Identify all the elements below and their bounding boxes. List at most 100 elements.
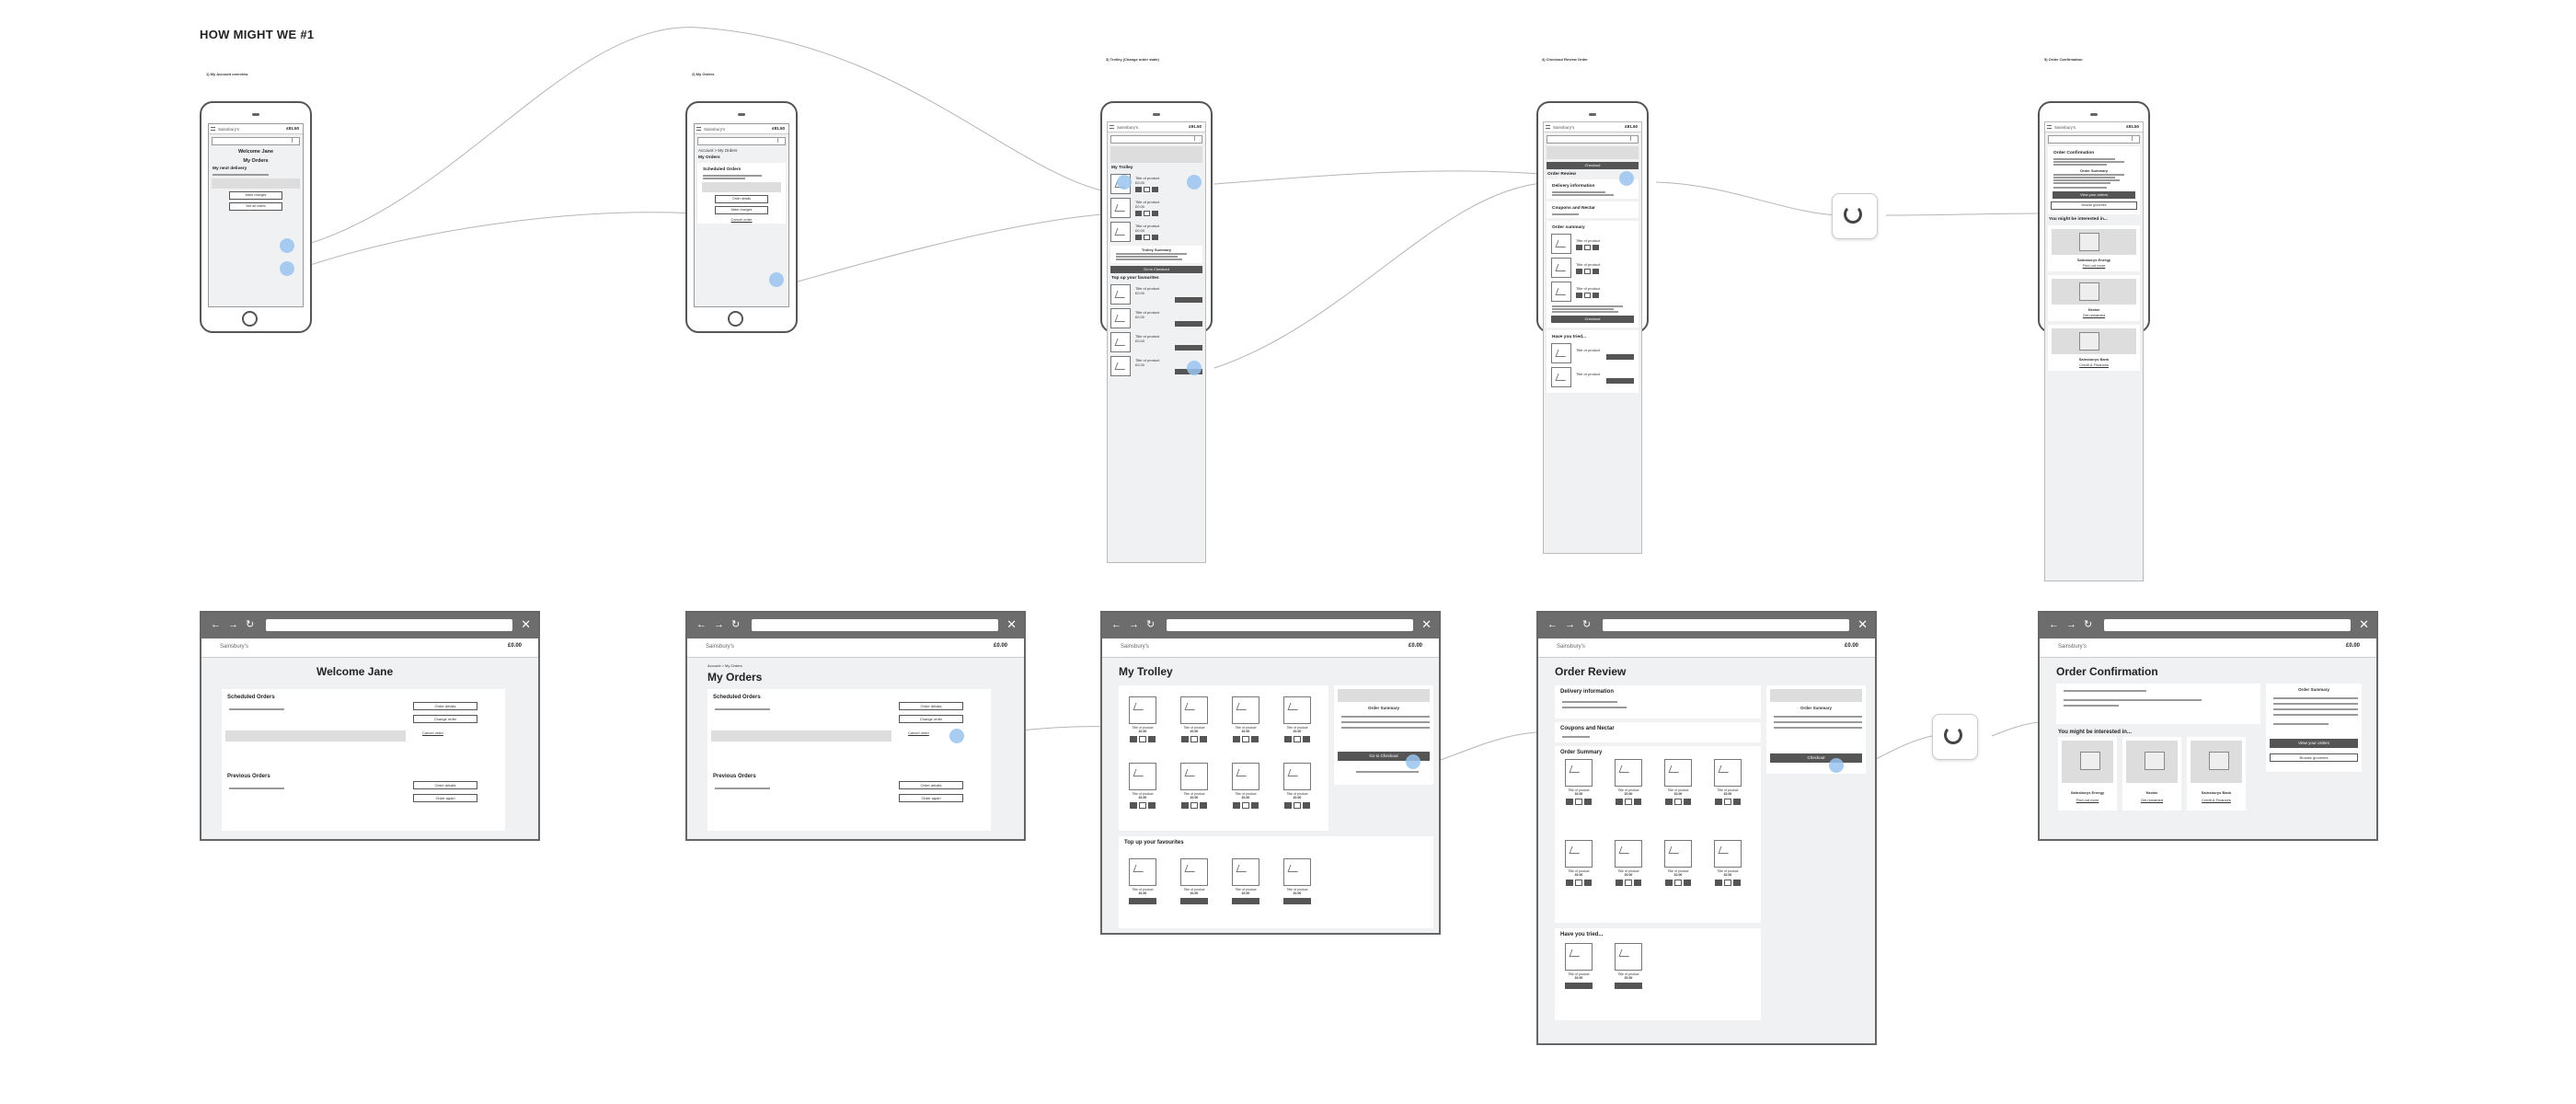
plus-button[interactable]: [1303, 736, 1310, 742]
address-bar[interactable]: [1603, 619, 1849, 631]
minus-button[interactable]: [1665, 880, 1673, 886]
search-input[interactable]: [2048, 135, 2140, 144]
brand-logo[interactable]: Sainsbury's: [1117, 125, 1139, 130]
checkout-button[interactable]: Checkout: [1770, 753, 1862, 763]
plus-button[interactable]: [1684, 799, 1691, 805]
add-button[interactable]: [1180, 898, 1208, 904]
search-input[interactable]: [697, 137, 786, 145]
add-button[interactable]: [1606, 377, 1634, 384]
quantity-input[interactable]: [1584, 244, 1591, 250]
brand-logo[interactable]: Sainsbury's: [706, 644, 734, 650]
brand-logo[interactable]: Sainsbury's: [1121, 644, 1149, 650]
address-bar[interactable]: [1167, 619, 1413, 631]
plus-button[interactable]: [1303, 802, 1310, 809]
search-input[interactable]: [1547, 135, 1639, 144]
menu-icon[interactable]: [211, 127, 215, 131]
credit-finances-link[interactable]: Credit & Finances: [2079, 362, 2109, 367]
cart-icon[interactable]: £0.00: [2345, 643, 2360, 649]
view-orders-button[interactable]: View your orders: [2270, 739, 2358, 748]
cart-icon[interactable]: £91.50: [1189, 124, 1202, 129]
plus-button[interactable]: [1152, 211, 1158, 216]
plus-button[interactable]: [1733, 880, 1741, 886]
minus-button[interactable]: [1616, 880, 1623, 886]
order-details-button[interactable]: Order details: [899, 781, 963, 789]
quantity-input[interactable]: [1625, 880, 1632, 886]
cart-icon[interactable]: £91.50: [772, 126, 785, 131]
quantity-input[interactable]: [1584, 268, 1591, 274]
address-bar[interactable]: [752, 619, 998, 631]
brand-logo[interactable]: Sainsbury's: [2058, 644, 2087, 650]
cancel-order-link[interactable]: Cancel order: [730, 217, 753, 222]
search-icon[interactable]: [2132, 136, 2139, 141]
quantity-input[interactable]: [1144, 187, 1150, 192]
see-all-orders-button[interactable]: See all orders: [229, 202, 282, 211]
make-changes-button[interactable]: Make changes: [715, 206, 768, 214]
minus-button[interactable]: [1181, 736, 1189, 742]
cart-icon[interactable]: £91.50: [2126, 124, 2139, 129]
order-details-button[interactable]: Order details: [413, 781, 477, 789]
quantity-input[interactable]: [1294, 736, 1301, 742]
change-order-button[interactable]: Change order: [413, 715, 477, 723]
plus-button[interactable]: [1733, 799, 1741, 805]
add-button[interactable]: [1232, 898, 1259, 904]
quantity-input[interactable]: [1575, 880, 1582, 886]
quantity-input[interactable]: [1139, 736, 1146, 742]
plus-button[interactable]: [1152, 187, 1158, 192]
order-details-button[interactable]: Order details: [715, 195, 768, 203]
add-button[interactable]: [1175, 345, 1202, 351]
go-to-checkout-button[interactable]: Go to Checkout: [1110, 266, 1202, 273]
quantity-input[interactable]: [1674, 799, 1682, 805]
cancel-order-link[interactable]: Cancel order: [908, 730, 929, 735]
plus-button[interactable]: [1593, 292, 1599, 298]
plus-button[interactable]: [1251, 802, 1259, 809]
plus-button[interactable]: [1200, 736, 1207, 742]
add-button[interactable]: [1175, 321, 1202, 327]
plus-button[interactable]: [1684, 880, 1691, 886]
cancel-order-link[interactable]: Cancel order: [422, 730, 443, 735]
minus-button[interactable]: [1715, 880, 1722, 886]
get-rewarded-link[interactable]: Get rewarded: [2140, 798, 2164, 802]
close-icon[interactable]: ✕: [2359, 617, 2369, 631]
change-order-button[interactable]: Change order: [899, 715, 963, 723]
add-button[interactable]: [1565, 983, 1593, 989]
minus-button[interactable]: [1233, 802, 1240, 809]
add-button[interactable]: [1606, 353, 1634, 360]
checkout-button[interactable]: Checkout: [1551, 316, 1634, 323]
minus-button[interactable]: [1130, 802, 1137, 809]
add-button[interactable]: [1283, 898, 1311, 904]
brand-logo[interactable]: Sainsbury's: [220, 644, 248, 650]
address-bar[interactable]: [2104, 619, 2351, 631]
go-to-checkout-button[interactable]: Go to Checkout: [1338, 752, 1430, 761]
minus-button[interactable]: [1130, 736, 1137, 742]
search-icon[interactable]: [292, 138, 299, 143]
search-icon[interactable]: [1194, 136, 1202, 141]
cart-icon[interactable]: £0.00: [507, 643, 522, 649]
plus-button[interactable]: [1634, 799, 1641, 805]
plus-button[interactable]: [1251, 736, 1259, 742]
close-icon[interactable]: ✕: [1857, 617, 1868, 631]
cart-icon[interactable]: £0.00: [1844, 643, 1858, 649]
browser-nav-icons[interactable]: ←→↻: [2049, 619, 2100, 630]
minus-button[interactable]: [1181, 802, 1189, 809]
minus-button[interactable]: [1135, 235, 1142, 240]
make-changes-button[interactable]: Make changes: [229, 191, 282, 200]
quantity-input[interactable]: [1625, 799, 1632, 805]
search-icon[interactable]: [777, 138, 785, 143]
order-again-button[interactable]: Order again: [899, 794, 963, 802]
find-out-more-link[interactable]: Find out more: [2082, 263, 2106, 268]
minus-button[interactable]: [1566, 880, 1573, 886]
quantity-input[interactable]: [1144, 211, 1150, 216]
browser-nav-icons[interactable]: ←→↻: [211, 619, 262, 630]
menu-icon[interactable]: [1110, 125, 1114, 129]
quantity-input[interactable]: [1139, 802, 1146, 809]
quantity-input[interactable]: [1144, 235, 1150, 240]
add-button[interactable]: [1129, 898, 1156, 904]
menu-icon[interactable]: [1546, 125, 1550, 129]
minus-button[interactable]: [1284, 802, 1292, 809]
cart-icon[interactable]: £0.00: [993, 643, 1007, 649]
minus-button[interactable]: [1576, 244, 1582, 250]
cart-icon[interactable]: £91.50: [1625, 124, 1638, 129]
browser-nav-icons[interactable]: ←→↻: [1547, 619, 1599, 630]
quantity-input[interactable]: [1190, 802, 1198, 809]
browse-groceries-button[interactable]: Browse groceries: [2051, 201, 2137, 210]
